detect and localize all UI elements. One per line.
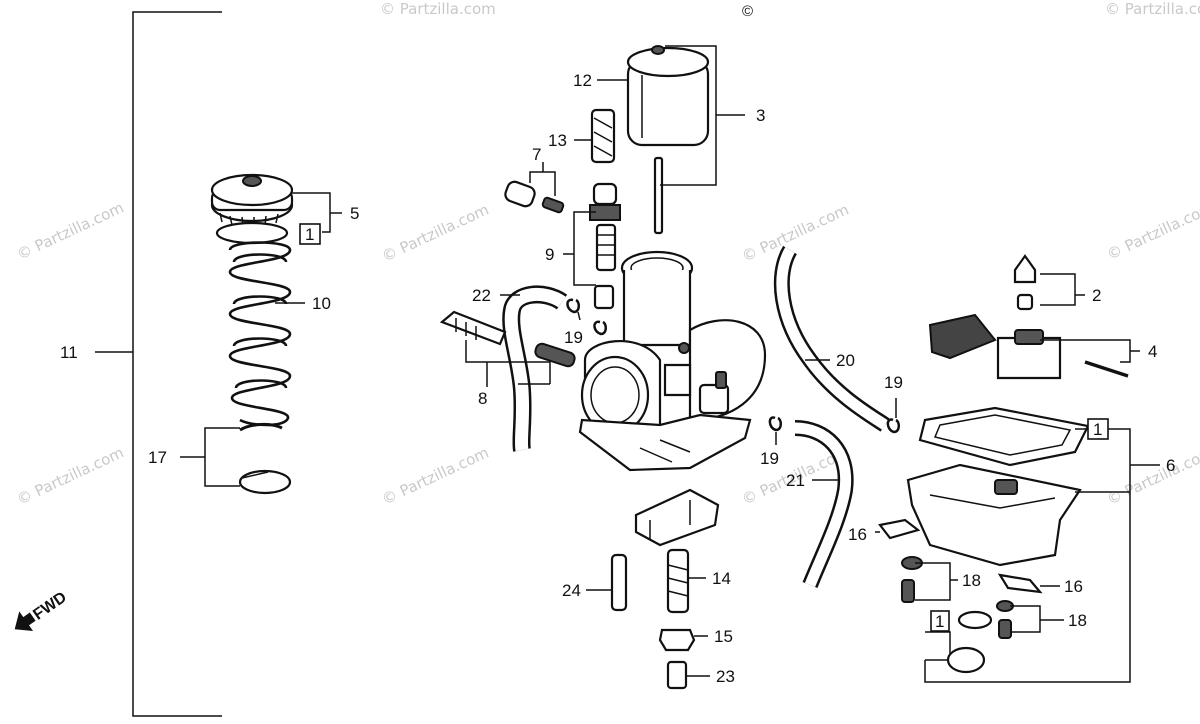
callout-2: 2	[1092, 286, 1101, 305]
callout-4: 4	[1148, 342, 1157, 361]
callout-20: 20	[836, 351, 855, 370]
carburetor-body	[578, 250, 767, 472]
callout-16: 16	[1064, 577, 1083, 596]
callout-22: 22	[472, 286, 491, 305]
throttle-stop-screw	[439, 310, 576, 368]
float	[928, 313, 1129, 380]
callout-1: 1	[935, 612, 944, 631]
callout-10: 10	[312, 294, 331, 313]
callout-14: 14	[712, 569, 731, 588]
watermark: © Partzilla.com	[380, 0, 496, 18]
float-bowl	[906, 406, 1090, 567]
box-1	[299, 223, 321, 245]
callout-21: 21	[786, 471, 805, 490]
overflow-hose-21	[794, 420, 854, 588]
callout-3: 3	[756, 106, 765, 125]
callout-5: 5	[350, 204, 359, 223]
watermark: © Partzilla.com	[1104, 198, 1200, 263]
jet-needle-clip	[238, 422, 292, 495]
spring	[228, 241, 292, 427]
callout-18: 18	[1068, 611, 1087, 630]
callout-12: 12	[573, 71, 592, 90]
main-jet-stack	[589, 182, 621, 310]
float-valve	[1013, 254, 1037, 311]
hose-clip	[566, 298, 607, 336]
callout-15: 15	[714, 627, 733, 646]
callout-17: 17	[148, 448, 167, 467]
bracket-11	[95, 11, 222, 717]
callout-18: 18	[962, 571, 981, 590]
callout-24: 24	[562, 581, 581, 600]
watermark: © Partzilla.com	[14, 443, 127, 508]
callout-7: 7	[532, 145, 541, 164]
pilot-screw	[504, 180, 565, 214]
hose-clip-right	[768, 416, 900, 434]
callout-16: 16	[848, 525, 867, 544]
throttle-valve	[626, 45, 710, 235]
callout-19: 19	[760, 449, 779, 468]
fwd-arrow: FWD	[14, 589, 70, 632]
vacuum-cap	[210, 173, 294, 245]
callout-9: 9	[545, 245, 554, 264]
needle-jet	[590, 108, 616, 164]
callout-19: 19	[884, 373, 903, 392]
overflow-hose-20	[773, 245, 890, 432]
callout-19: 19	[564, 328, 583, 347]
watermark: © Partzilla.com	[1104, 443, 1200, 508]
fwd-label: FWD	[30, 589, 70, 624]
bottom-center-parts	[610, 488, 720, 690]
callout-11: 11	[60, 343, 78, 362]
callout-13: 13	[548, 131, 567, 150]
watermark: © Partzilla.com	[379, 443, 492, 508]
box-1	[930, 610, 950, 632]
drain-hose	[502, 285, 568, 452]
watermark: © Partzilla.com	[14, 198, 127, 263]
watermark: © Partzilla.com	[379, 200, 492, 265]
callout-1: 1	[305, 225, 314, 244]
callout-1: 1	[1093, 420, 1102, 439]
callout-6: 6	[1166, 456, 1175, 475]
callout-8: 8	[478, 389, 487, 408]
callout-23: 23	[716, 667, 735, 686]
watermark: © Partzilla.com	[1105, 0, 1200, 18]
copyright-mark: ©	[742, 3, 753, 20]
